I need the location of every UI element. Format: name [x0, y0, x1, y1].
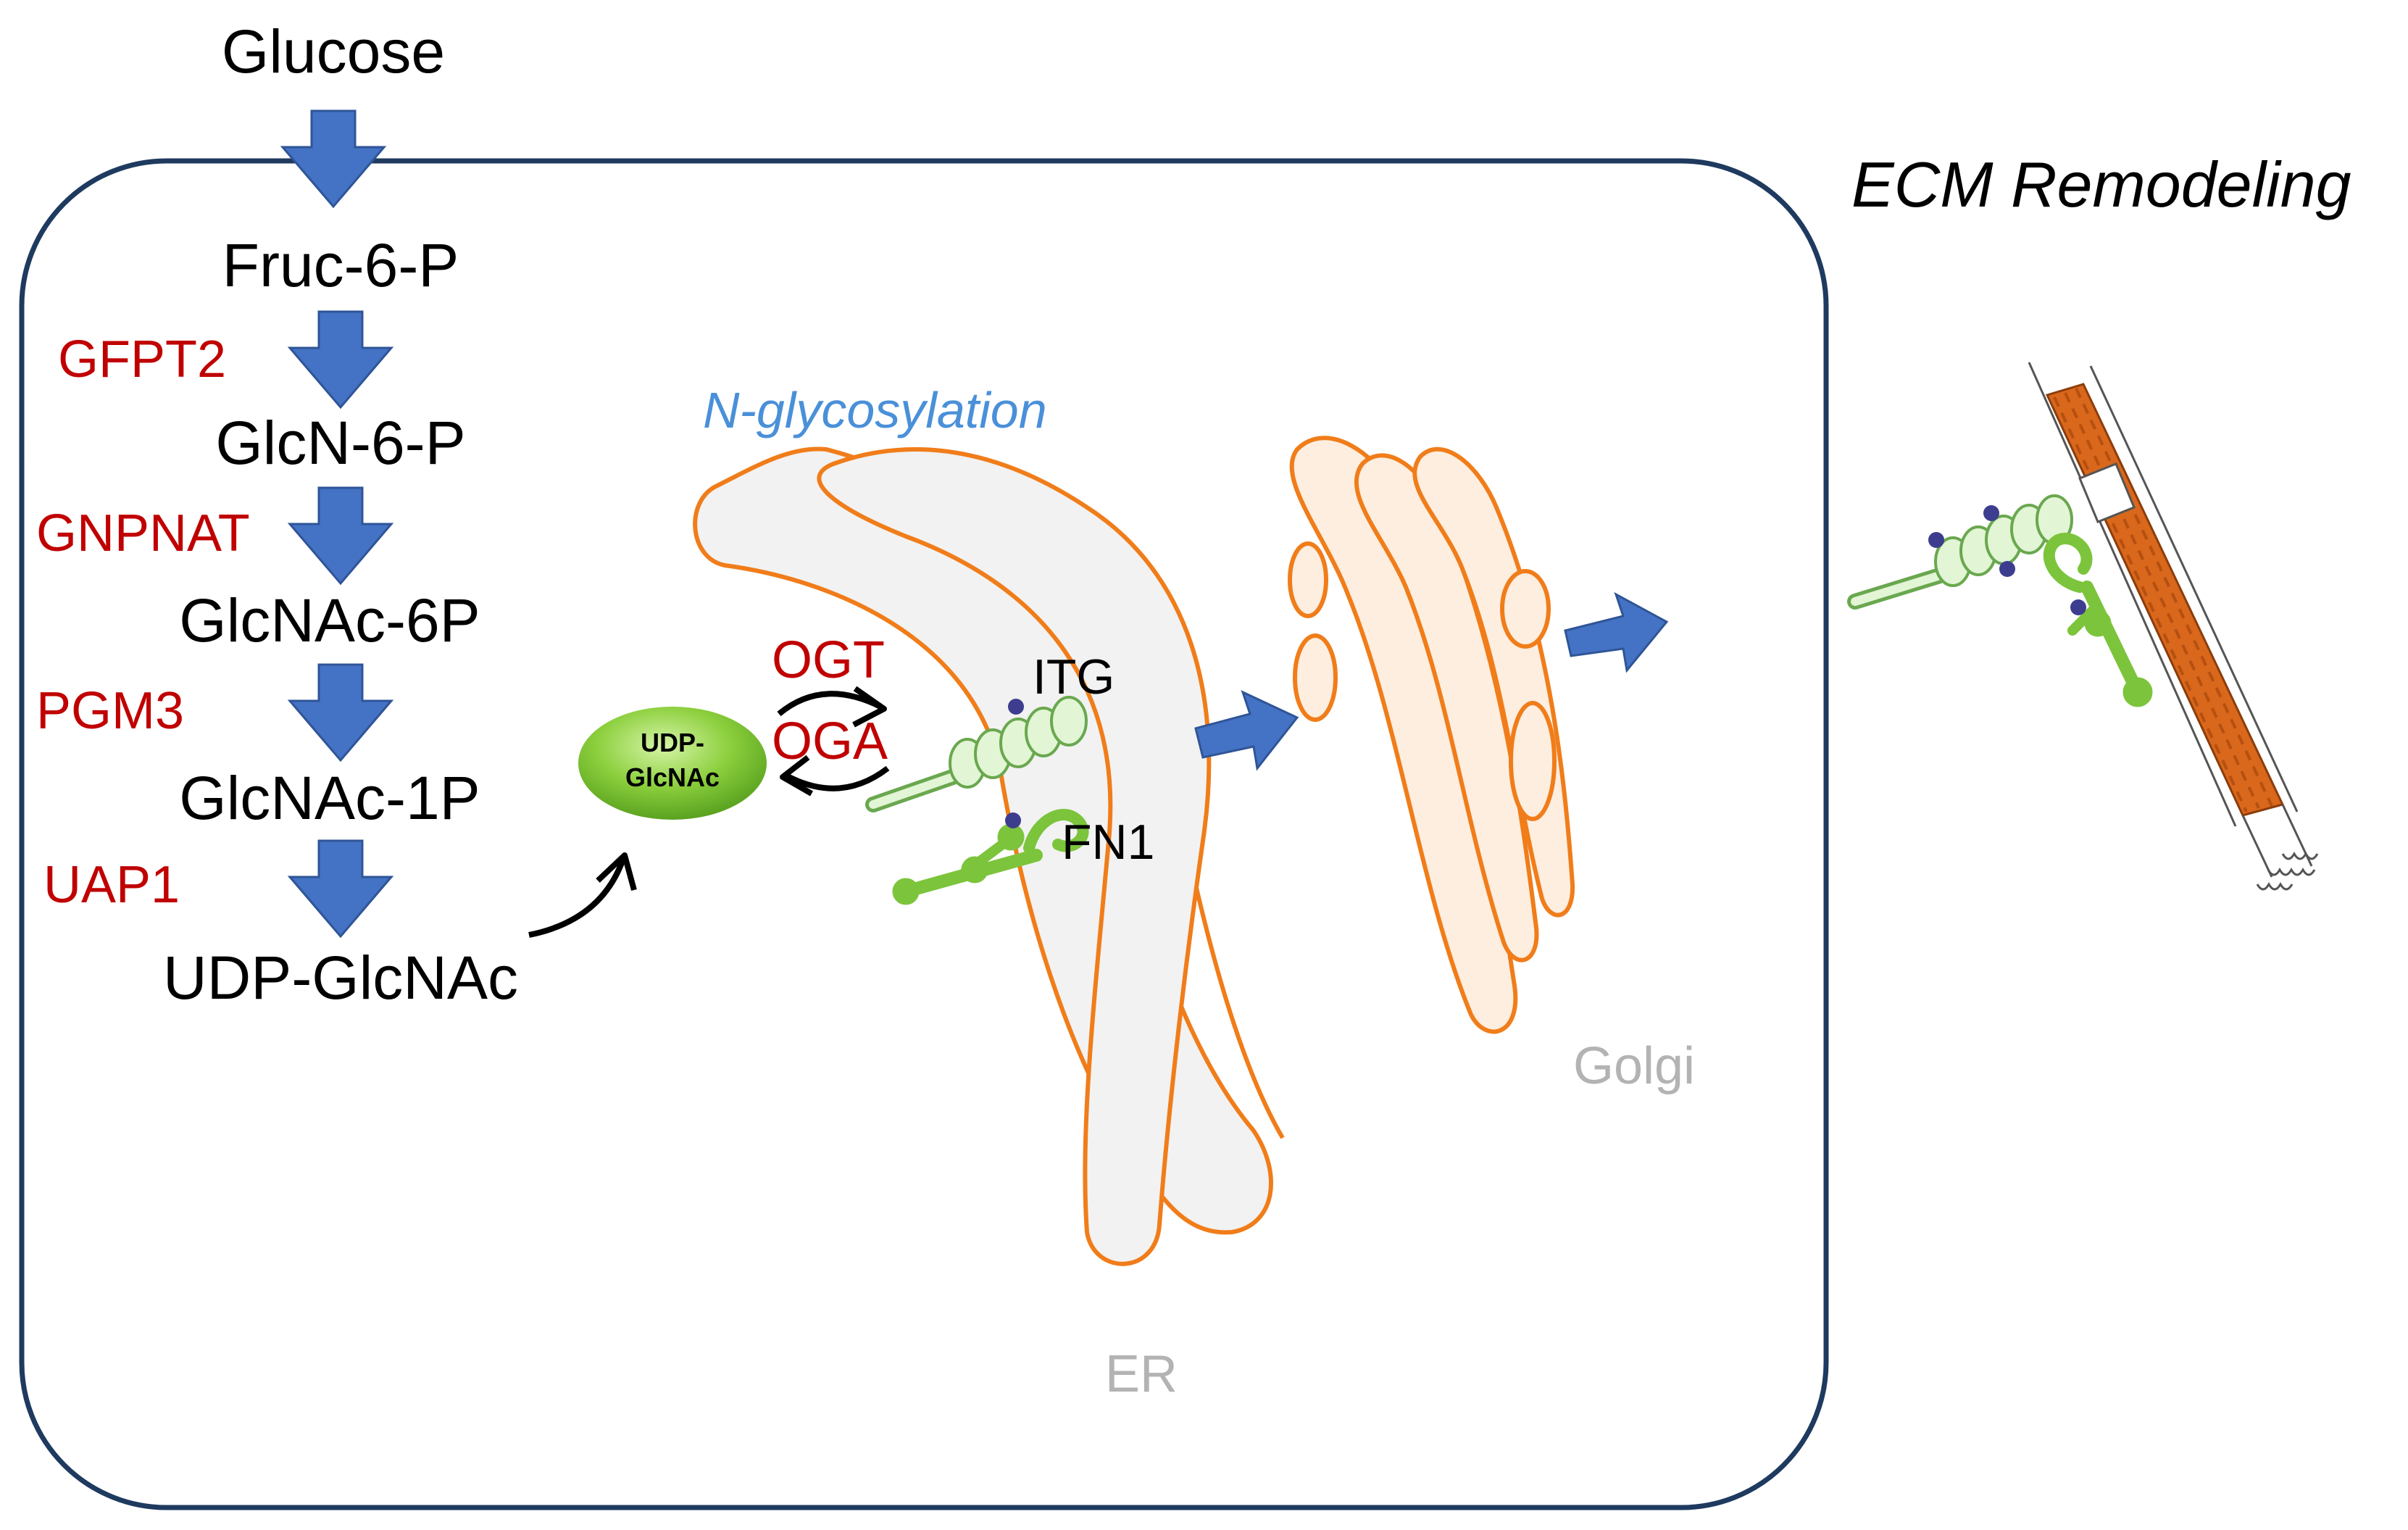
fn1-ecm-hook [2043, 533, 2093, 593]
er-cisterna-main [817, 447, 1212, 1266]
glycan-dot [1008, 699, 1024, 715]
fn1-ecm-stalk [2080, 581, 2144, 699]
enzyme-pgm3: PGM3 [36, 682, 184, 740]
cell-boundary [19, 158, 1829, 1510]
glycan-dot [1983, 505, 1999, 521]
curved-arrow-to-udp-head [596, 852, 637, 891]
metabolite-glcnac-6p: GlcNAc-6P [179, 586, 480, 654]
pathway-arrows [280, 109, 394, 939]
udp-bubble-line1: UDP- [641, 728, 704, 757]
udp-bubble-line2: GlcNAc [625, 762, 720, 792]
metabolite-glcnac-1p: GlcNAc-1P [179, 764, 480, 832]
pathway-arrow-2 [287, 310, 394, 409]
enzyme-uap1: UAP1 [43, 856, 180, 914]
n-glycosylation-label: N-glycosylation [703, 382, 1047, 438]
collagen-fibril [2028, 362, 2319, 891]
oga-cycle-arrow-head [780, 754, 813, 797]
metabolite-glucose: Glucose [222, 17, 445, 86]
collagen-coil-1 [2281, 851, 2319, 860]
endoplasmic-reticulum [693, 446, 1285, 1266]
fn1-knob-1 [892, 878, 920, 905]
collagen-gap [2078, 462, 2136, 523]
glycan-dot [2070, 599, 2086, 615]
enzyme-gfpt2: GFPT2 [58, 330, 226, 388]
oga-label: OGA [772, 712, 888, 770]
metabolite-glcn-6-p: GlcN-6-P [215, 409, 465, 477]
ecm-remodeling-title: ECM Remodeling [1851, 149, 2351, 220]
curved-arrow-to-udp [528, 857, 626, 938]
collagen-coil-2 [2267, 867, 2316, 876]
er-label: ER [1105, 1345, 1178, 1403]
integrin-ecm [1847, 494, 2073, 610]
integrin-ecm-stalk-fill [1851, 568, 1954, 606]
fn1-label: FN1 [1062, 815, 1154, 870]
glycan-dot [1005, 812, 1021, 828]
golgi-to-ecm-arrow [1564, 591, 1669, 673]
integrin-domain-5 [1050, 696, 1088, 747]
golgi-apparatus [1288, 436, 1575, 1034]
collagen-strand-1 [2053, 396, 2248, 812]
fn1-ecm-knob-1 [2122, 677, 2153, 707]
ogt-cycle-arrow [777, 691, 882, 717]
golgi-label: Golgi [1573, 1037, 1695, 1095]
integrin-stalk-fill [869, 768, 972, 809]
oga-cycle-arrow [785, 765, 890, 791]
metabolite-udp-glcnac: UDP-GlcNAc [163, 944, 518, 1012]
pathway-arrow-1 [280, 109, 387, 209]
metabolite-fruc-6-p: Fruc-6-P [222, 231, 459, 299]
fn1-knob-2 [961, 856, 988, 884]
collagen-edge-left [2028, 362, 2237, 827]
pathway-arrow-5 [287, 839, 394, 939]
fibronectin-ecm [2043, 533, 2153, 707]
collagen-edge-right [2089, 365, 2299, 812]
golgi-vesicle-1 [1288, 541, 1328, 618]
collagen-coil-3 [2256, 881, 2294, 891]
fibronectin-er [892, 809, 1089, 905]
golgi-vesicle-3 [1500, 569, 1551, 649]
glycan-dot [1928, 532, 1944, 548]
pathway-arrow-3 [287, 486, 394, 586]
golgi-vesicle-4 [1509, 701, 1557, 821]
udp-glcnac-bubble [578, 707, 767, 820]
pathway-arrow-4 [287, 663, 394, 762]
collagen-strand-3 [2075, 388, 2273, 807]
collagen-strand-2 [2064, 392, 2260, 809]
collagen-tail-1 [2241, 815, 2273, 878]
enzyme-gnpnat: GNPNAT [36, 504, 250, 562]
integrin-er [865, 696, 1088, 812]
golgi-vesicle-2 [1293, 633, 1338, 722]
fn1-hook [1023, 809, 1089, 854]
er-to-golgi-arrow [1194, 690, 1299, 771]
fn1-ecm-knob-2 [2084, 610, 2112, 637]
ogt-cycle-arrow-head [852, 686, 887, 728]
itg-label: ITG [1033, 649, 1115, 704]
glycan-dot [1999, 561, 2015, 577]
ogt-label: OGT [772, 631, 885, 689]
